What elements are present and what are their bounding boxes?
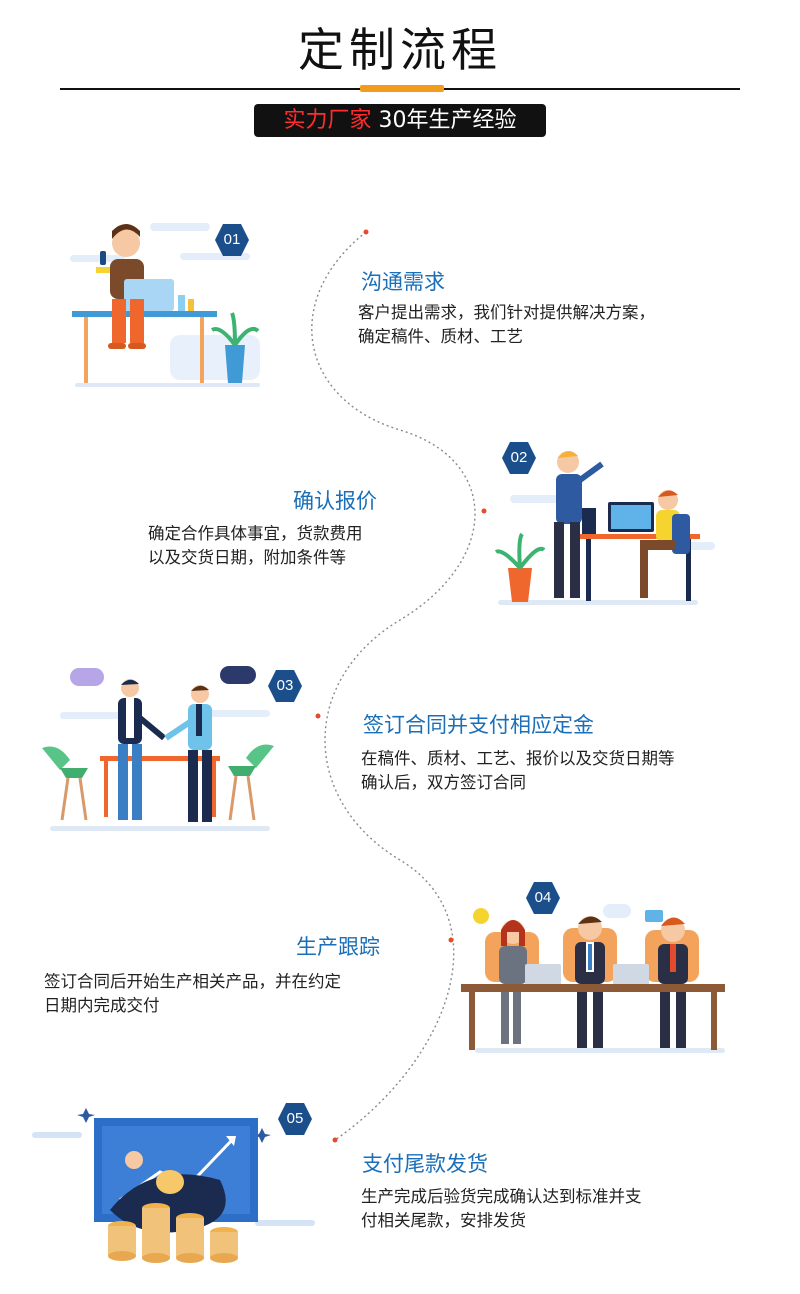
step-2-illustration [494, 450, 715, 605]
step-1-illustration [70, 223, 260, 387]
hexagon-badge-icon [278, 1103, 312, 1135]
step-2-description-line: 确定合作具体事宜，货款费用 [148, 524, 363, 543]
step-1-number: 01 [223, 231, 241, 248]
path-dot [332, 1137, 338, 1143]
step-3-title: 签订合同并支付相应定金 [363, 713, 594, 737]
page-title: 定制流程 [298, 23, 502, 77]
step-4-number: 04 [534, 889, 552, 906]
step-3-description-line: 确认后，双方签订合同 [361, 773, 526, 792]
step-4-description-line: 日期内完成交付 [44, 996, 160, 1015]
step-4-illustration [461, 904, 725, 1053]
step-3-description-line: 在稿件、质材、工艺、报价以及交货日期等 [361, 749, 675, 768]
banner: 实力厂家 30年生产经验 [254, 104, 546, 137]
step-5-number: 05 [286, 1110, 304, 1127]
step-3-illustration [42, 666, 274, 831]
hexagon-badge-icon [215, 224, 249, 256]
step-1-description-line: 客户提出需求，我们针对提供解决方案， [358, 303, 655, 322]
hexagon-badge-icon [526, 882, 560, 914]
path-dot [315, 713, 321, 719]
title-divider-accent [360, 85, 444, 92]
step-1-number-badge: 01 [214, 222, 250, 258]
step-1-description-line: 确定稿件、质材、工艺 [358, 327, 523, 346]
step-2-number-badge: 02 [501, 440, 537, 476]
banner-text: 30年生产经验 [378, 108, 517, 133]
step-3-number: 03 [276, 677, 294, 694]
step-5-description-line: 生产完成后验货完成确认达到标准并支 [361, 1187, 642, 1206]
step-4-title: 生产跟踪 [296, 935, 380, 959]
step-4-number-badge: 04 [525, 880, 561, 916]
step-2-number: 02 [510, 449, 528, 466]
step-5-number-badge: 05 [277, 1101, 313, 1137]
step-2-description-line: 以及交货日期，附加条件等 [148, 548, 346, 567]
path-dot [448, 937, 454, 943]
hexagon-badge-icon [268, 670, 302, 702]
step-4-description: 签订合同后开始生产相关产品，并在约定 日期内完成交付 [44, 970, 341, 1018]
step-5-illustration [32, 1108, 315, 1263]
step-5-description-line: 付相关尾款，安排发货 [361, 1211, 526, 1230]
path-dot [363, 229, 369, 235]
step-5-description: 生产完成后验货完成确认达到标准并支 付相关尾款，安排发货 [361, 1185, 642, 1233]
step-2-description: 确定合作具体事宜，货款费用 以及交货日期，附加条件等 [148, 522, 363, 570]
step-3-number-badge: 03 [267, 668, 303, 704]
banner-highlight: 实力厂家 [283, 108, 372, 133]
path-dot [481, 508, 487, 514]
step-2-title: 确认报价 [293, 489, 377, 513]
step-1-title: 沟通需求 [361, 270, 445, 294]
step-4-description-line: 签订合同后开始生产相关产品，并在约定 [44, 972, 341, 991]
step-5-title: 支付尾款发货 [362, 1152, 488, 1176]
step-3-description: 在稿件、质材、工艺、报价以及交货日期等 确认后，双方签订合同 [361, 747, 675, 795]
step-1-description: 客户提出需求，我们针对提供解决方案， 确定稿件、质材、工艺 [358, 301, 655, 349]
hexagon-badge-icon [502, 442, 536, 474]
